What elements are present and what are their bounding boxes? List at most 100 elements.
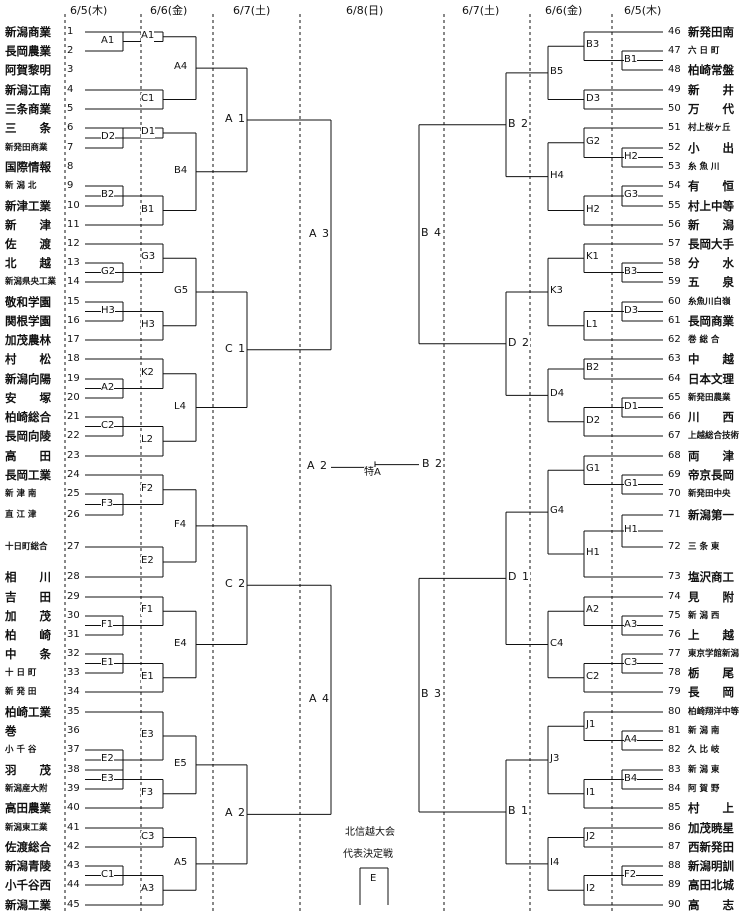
game-label: D1 [624, 400, 639, 413]
team-number: 7 [67, 142, 74, 153]
team-name: 分 水 [688, 256, 734, 270]
team-name: 川 西 [688, 410, 734, 424]
team-number: 5 [67, 103, 74, 114]
footer-title-1: 北信越大会 [345, 827, 395, 838]
team-name: 高田農業 [5, 801, 51, 815]
game-label: E2 [101, 753, 114, 765]
game-label: C3 [141, 830, 155, 843]
team-number: 21 [67, 411, 80, 422]
team-number: 39 [67, 783, 80, 794]
date-left-1: 6/5(木) [70, 4, 108, 17]
team-name: 柏崎常盤 [688, 63, 734, 77]
team-name: 上越総合技術 [688, 431, 740, 441]
team-name: 新 潟 [688, 218, 734, 232]
game-label: G2 [101, 265, 116, 278]
game-label: L1 [586, 318, 598, 331]
team-name: 両 津 [688, 449, 734, 463]
team-name: 十 日 町 [5, 668, 37, 678]
team-name: 新発田商業 [5, 143, 48, 153]
team-name: 小 出 [688, 141, 734, 155]
team-name: 阿賀黎明 [5, 63, 51, 77]
team-name: 村上中等 [688, 199, 734, 213]
team-number: 32 [67, 648, 80, 659]
team-name: 新津工業 [5, 199, 51, 213]
team-name: 柏崎工業 [5, 705, 51, 719]
team-name: 長岡向陵 [5, 429, 51, 443]
team-number: 13 [67, 257, 80, 268]
team-number: 1 [67, 26, 74, 37]
team-name: 柏崎総合 [5, 410, 51, 424]
game-label: G4 [550, 505, 565, 518]
game-label: A 4 [309, 691, 331, 705]
team-name: 新 潟 西 [688, 611, 720, 621]
team-name: 加茂農林 [5, 333, 51, 347]
game-label: D3 [624, 304, 639, 317]
team-number: 69 [668, 469, 681, 480]
game-label: C1 [141, 92, 155, 105]
team-number: 59 [668, 276, 681, 287]
team-number: 53 [668, 161, 681, 172]
team-number: 90 [668, 899, 681, 910]
team-number: 64 [668, 373, 681, 384]
team-name: 新潟商業 [5, 25, 51, 39]
team-number: 40 [67, 802, 80, 813]
team-number: 10 [67, 200, 80, 211]
team-name: 帝京長岡 [688, 468, 734, 482]
team-number: 14 [67, 276, 80, 287]
team-number: 43 [67, 860, 80, 871]
team-number: 24 [67, 469, 80, 480]
team-number: 47 [668, 45, 681, 56]
team-name: 村 松 [5, 352, 51, 366]
game-label: K1 [586, 251, 599, 264]
game-label: G1 [586, 463, 601, 476]
team-number: 34 [67, 686, 80, 697]
game-label: B4 [624, 772, 638, 785]
date-right-2: 6/6(金) [545, 4, 583, 17]
game-label: D2 [101, 131, 116, 143]
team-number: 84 [668, 783, 681, 794]
game-label: K3 [550, 285, 563, 297]
date-left-2: 6/6(金) [150, 4, 188, 17]
game-label: B 1 [508, 803, 530, 817]
team-name: 新潟工業 [5, 898, 51, 912]
game-label: A 2 [225, 806, 247, 820]
team-number: 26 [67, 509, 80, 520]
team-name: 高 志 [688, 898, 734, 912]
team-number: 37 [67, 744, 80, 755]
game-label: D 2 [508, 335, 530, 349]
team-name: 日本文理 [688, 372, 734, 386]
team-number: 20 [67, 392, 80, 403]
team-number: 65 [668, 392, 681, 403]
team-number: 50 [668, 103, 681, 114]
team-name: 長岡農業 [5, 44, 51, 58]
game-label: B 2 [422, 456, 444, 470]
game-label: H3 [101, 304, 115, 317]
game-label: F2 [141, 482, 154, 495]
team-number: 49 [668, 84, 681, 95]
team-name: 相 川 [5, 570, 51, 584]
team-number: 76 [668, 629, 681, 640]
team-number: 52 [668, 142, 681, 153]
game-label: E2 [141, 555, 154, 567]
game-label: A4 [624, 733, 638, 746]
team-name: 有 恒 [688, 179, 734, 193]
game-label: H3 [141, 318, 155, 331]
game-label: G2 [586, 135, 601, 148]
team-number: 18 [67, 353, 80, 364]
team-number: 41 [67, 822, 80, 833]
game-label: H1 [624, 524, 638, 536]
game-label: L2 [141, 434, 153, 447]
date-center: 6/8(日) [346, 4, 384, 17]
game-label: 特A [364, 467, 381, 480]
team-name: 村 上 [688, 801, 734, 815]
team-number: 68 [668, 450, 681, 461]
game-label: E3 [141, 729, 154, 741]
game-label: B 4 [421, 226, 443, 240]
team-number: 17 [67, 334, 80, 345]
team-name: 新 潟 東 [688, 765, 720, 775]
team-number: 74 [668, 591, 681, 602]
team-name: 新潟青陵 [5, 859, 51, 873]
team-number: 46 [668, 26, 681, 37]
game-label: F1 [141, 604, 154, 617]
